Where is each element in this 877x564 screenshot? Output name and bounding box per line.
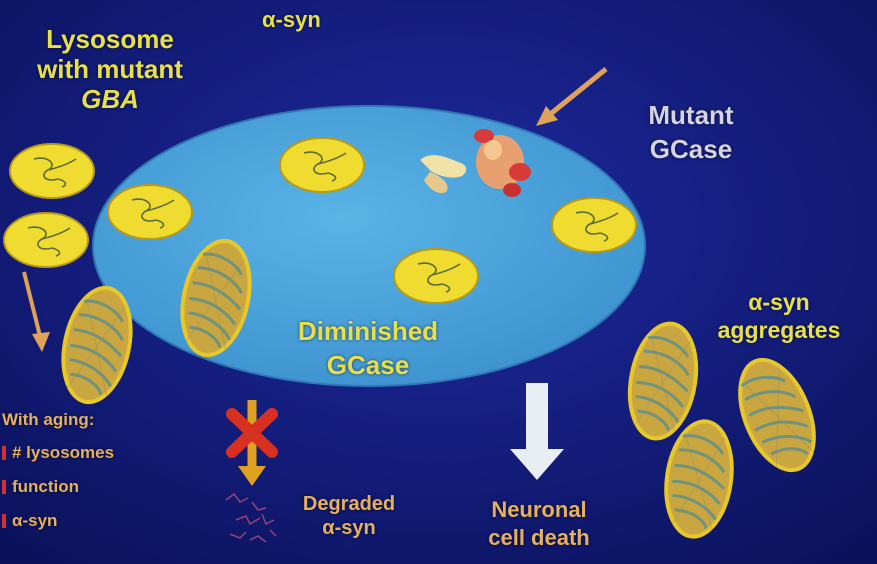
mutant-gcase-line2: GCase bbox=[649, 134, 733, 164]
mutant-gcase-enzyme bbox=[420, 129, 531, 197]
mutant-gcase-line1: Mutant bbox=[648, 100, 734, 130]
lysosome-label: Lysosome with mutant GBA bbox=[15, 24, 205, 114]
down-tick-icon bbox=[2, 480, 6, 494]
aging-item-1: # lysosomes bbox=[2, 436, 114, 470]
arrow-to-enzyme bbox=[536, 67, 608, 126]
lysosome-label-line1: Lysosome bbox=[46, 24, 174, 54]
aggregates-line2: aggregates bbox=[717, 317, 841, 343]
mutant-gcase-label: Mutant GCase bbox=[628, 98, 754, 166]
aging-panel: With aging: # lysosomes function α-syn bbox=[2, 408, 114, 538]
blocked-degradation-arrow bbox=[226, 400, 278, 486]
aging-item-2: function bbox=[2, 470, 114, 504]
aging-item-3: α-syn bbox=[2, 504, 114, 538]
degraded-label: Degraded α-syn bbox=[284, 492, 414, 540]
degraded-fragments bbox=[225, 492, 277, 543]
aging-item-3-text: α-syn bbox=[12, 511, 58, 530]
arrow-neuronal-death bbox=[510, 383, 564, 480]
degraded-line2: α-syn bbox=[322, 517, 376, 539]
down-tick-icon bbox=[2, 514, 6, 528]
diminished-gcase-line1: Diminished bbox=[297, 316, 439, 346]
vesicle-outer-2 bbox=[3, 212, 89, 268]
aging-title: With aging: bbox=[2, 410, 95, 429]
aggregates-line1: α-syn bbox=[748, 289, 810, 315]
down-tick-icon bbox=[2, 446, 6, 460]
neuronal-line2: cell death bbox=[488, 525, 590, 550]
lysosome-label-line3: GBA bbox=[81, 84, 139, 114]
neuronal-death-label: Neuronal cell death bbox=[462, 496, 616, 552]
arrow-aging bbox=[22, 271, 50, 352]
aging-item-1-text: # lysosomes bbox=[12, 443, 115, 462]
aggregates-label: α-syn aggregates bbox=[694, 288, 864, 344]
alpha-syn-top-label: α-syn bbox=[262, 7, 321, 32]
aging-item-2-text: function bbox=[12, 477, 80, 496]
vesicle-inner-1 bbox=[279, 137, 365, 193]
diminished-gcase-label: Diminished GCase bbox=[270, 314, 466, 382]
vesicle-outer-1 bbox=[9, 143, 95, 199]
vesicle-inner-2 bbox=[107, 184, 193, 240]
degraded-line1: Degraded bbox=[302, 493, 396, 515]
vesicle-inner-4 bbox=[551, 197, 637, 253]
diminished-gcase-line2: GCase bbox=[326, 350, 410, 380]
lysosome-label-line2: with mutant bbox=[37, 54, 183, 84]
neuronal-line1: Neuronal bbox=[491, 497, 587, 522]
vesicle-inner-3 bbox=[393, 248, 479, 304]
